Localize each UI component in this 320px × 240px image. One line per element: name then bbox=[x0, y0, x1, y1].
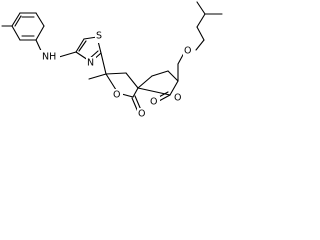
lactone1-carbonyl-oxygen-label: O bbox=[138, 109, 145, 120]
lactone-ring-2 bbox=[137, 70, 179, 96]
structure-drawing: NH S N O O O O O bbox=[1, 1, 223, 121]
lactone2-ring-oxygen-label: O bbox=[174, 93, 181, 104]
lactone2-carbonyl-bond bbox=[158, 94, 171, 102]
thiazole-quaternary-bond bbox=[100, 52, 107, 75]
quaternary-methyl-bond bbox=[88, 73, 107, 80]
ether-side-chain bbox=[177, 1, 223, 82]
nh-label: NH bbox=[42, 52, 56, 63]
thiazole-n-label: N bbox=[87, 58, 94, 69]
thiazole-s-label: S bbox=[96, 31, 102, 42]
lactone1-ring-oxygen-label: O bbox=[113, 90, 120, 101]
nh-thiazole-bond bbox=[58, 51, 77, 58]
lactone2-carbonyl-oxygen-label: O bbox=[150, 97, 157, 108]
lactone1-carbonyl-bond bbox=[134, 95, 142, 111]
ether-oxygen-label: O bbox=[184, 46, 191, 57]
tolyl-ring bbox=[11, 12, 45, 41]
molecule-diagram: NH S N O O O O O bbox=[0, 0, 234, 138]
